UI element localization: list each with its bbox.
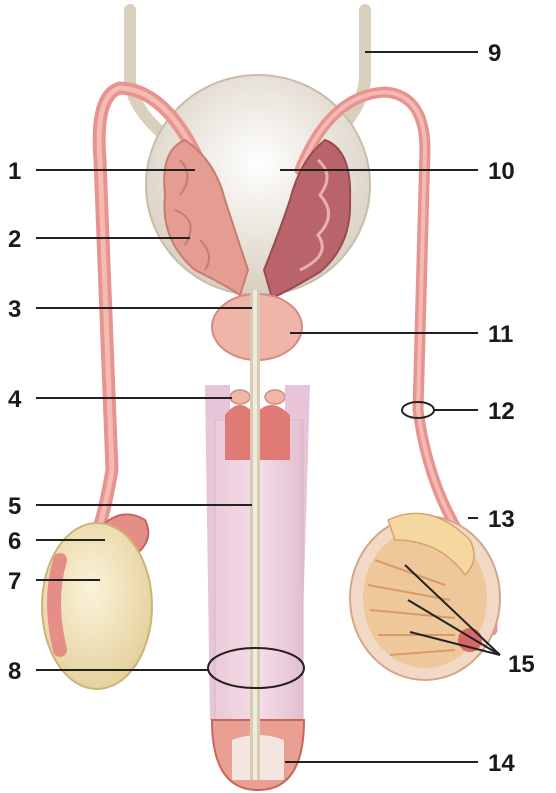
label-1: 1 [8,158,21,185]
testis-right [350,513,500,680]
label-6: 6 [8,528,21,555]
label-2: 2 [8,226,21,253]
label-15: 15 [508,651,535,678]
label-13: 13 [488,506,515,533]
label-14: 14 [488,750,515,777]
label-9: 9 [488,40,501,67]
label-7: 7 [8,568,21,595]
label-5: 5 [8,493,21,520]
label-8: 8 [8,658,21,685]
label-11: 11 [488,321,513,348]
label-3: 3 [8,296,21,323]
label-10: 10 [488,158,515,185]
label-12: 12 [488,398,515,425]
label-4: 4 [8,386,22,413]
